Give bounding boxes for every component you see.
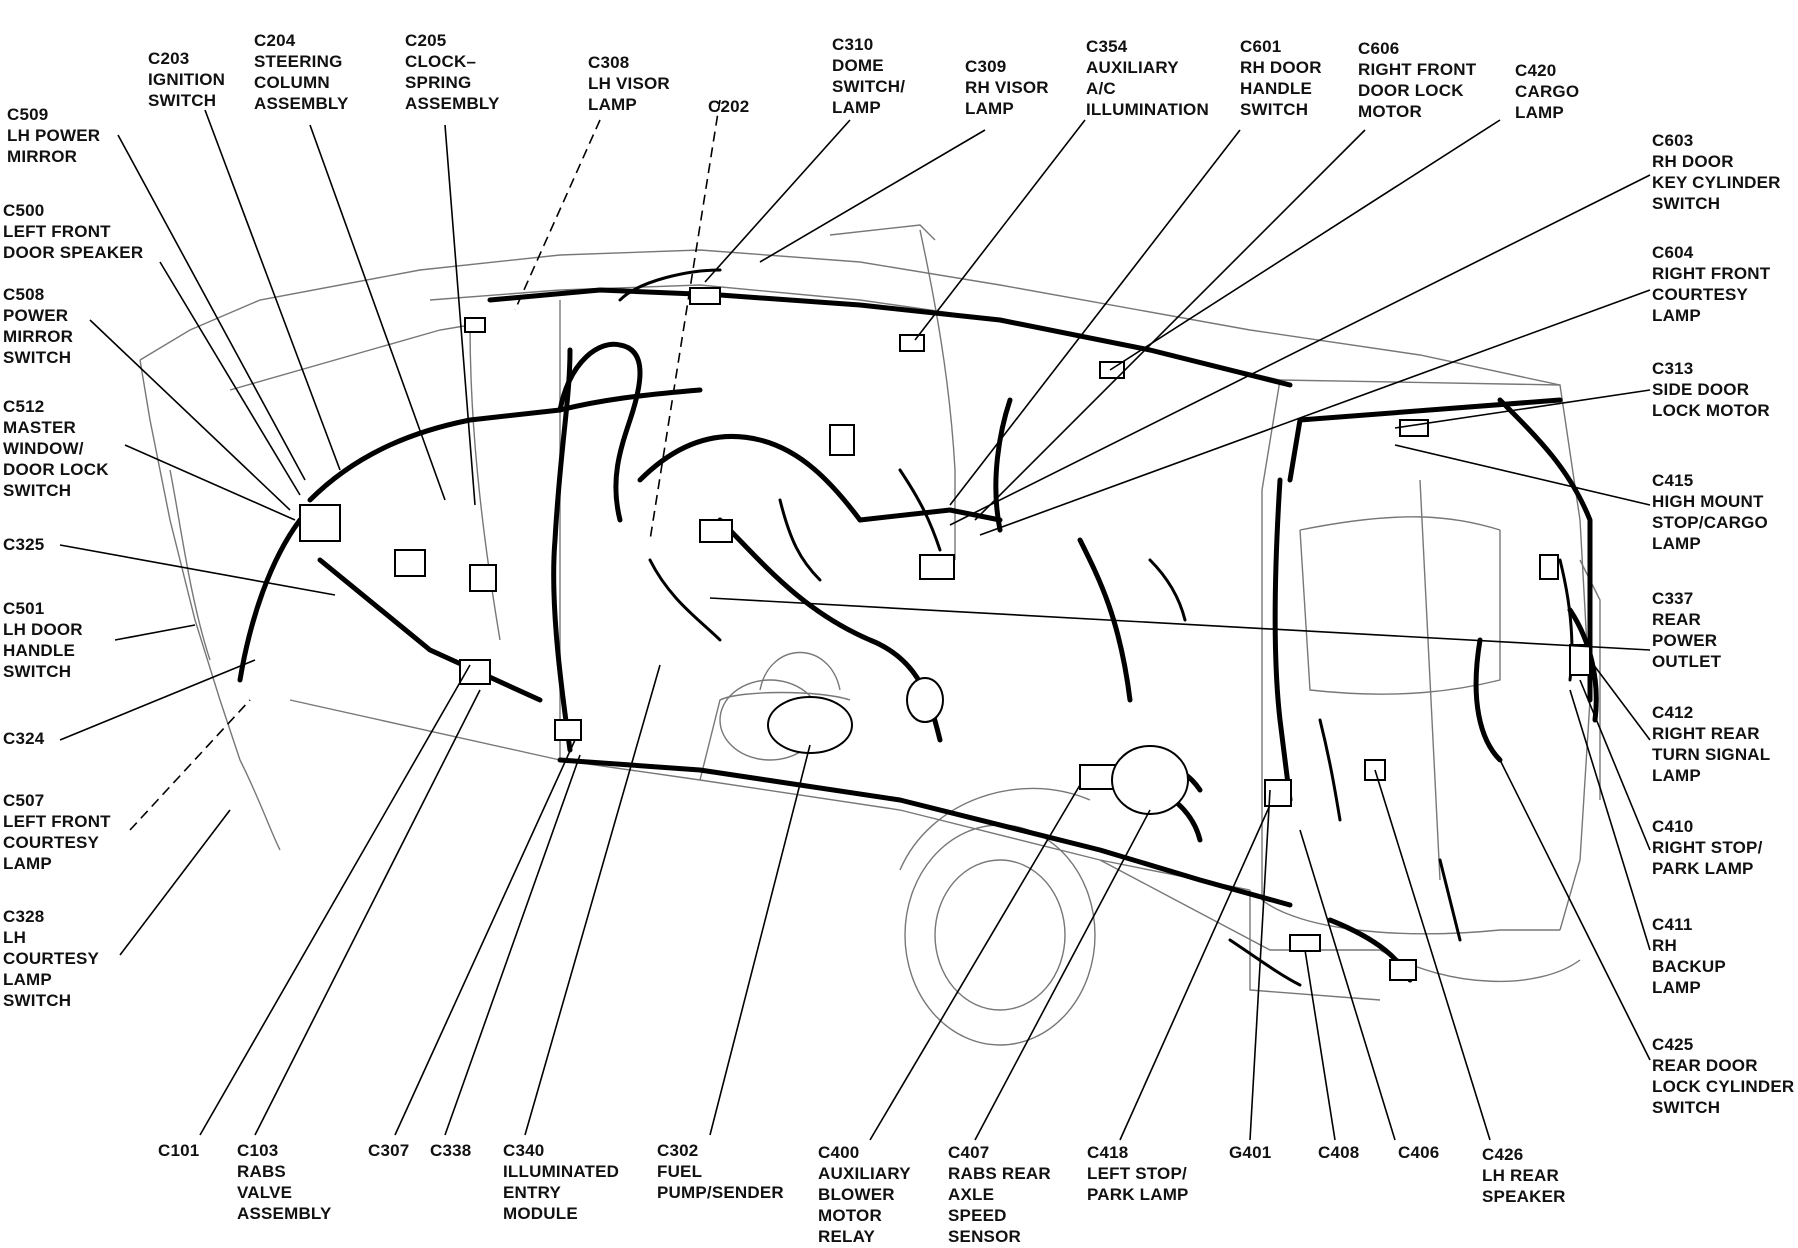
label-c324: C324 [3,729,45,748]
label-c406: C406 [1398,1143,1440,1162]
wiring-branches [618,268,1574,987]
label-c307: C307 [368,1141,410,1160]
label-g401: G401 [1229,1143,1272,1162]
wiring-harness [237,287,1599,983]
connector-blocks [299,287,1591,981]
leader-lines [59,99,1651,1141]
label-c408: C408 [1318,1143,1360,1162]
label-c338: C338 [430,1141,472,1160]
label-c202: C202 [708,97,750,116]
label-c101: C101 [158,1141,200,1160]
label-c325: C325 [3,535,45,554]
